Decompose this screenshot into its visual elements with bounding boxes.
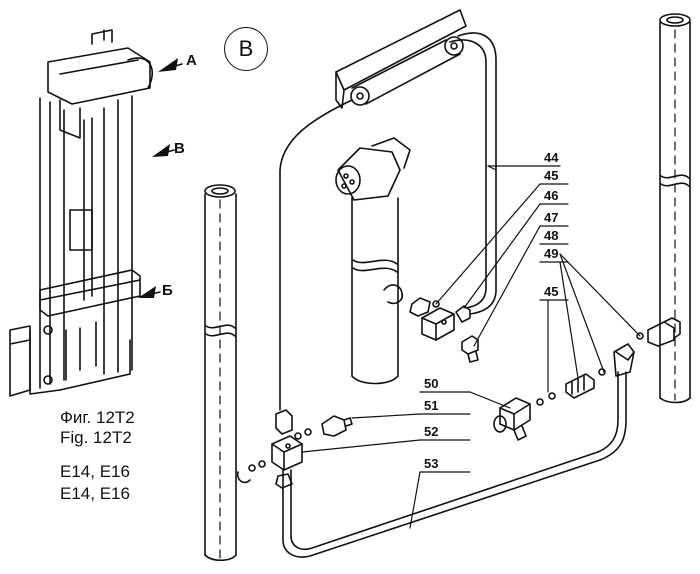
fittings-right — [409, 297, 681, 441]
view-marker-circle: B — [224, 27, 268, 71]
callout-45: 45 — [544, 168, 559, 183]
callout-53: 53 — [424, 456, 439, 471]
models-line-2: E14, E16 — [60, 484, 130, 503]
callout-44: 44 — [544, 150, 559, 165]
tee-block — [236, 409, 353, 489]
right-cylinder — [659, 13, 691, 404]
hose-loop — [279, 32, 497, 411]
callout-51: 51 — [424, 398, 439, 413]
callout-47: 47 — [544, 210, 559, 225]
mast-overview — [9, 29, 183, 397]
arrow-label-a: A — [186, 52, 197, 69]
callout-46: 46 — [544, 188, 559, 203]
left-cylinder — [204, 184, 237, 562]
callout-49: 49 — [544, 246, 559, 261]
callout-45-lower: 45 — [544, 284, 559, 299]
figure-caption-ru: Фиг. 12T2 — [60, 408, 135, 427]
arrow-label-b: B — [174, 140, 185, 157]
center-cylinder — [335, 137, 411, 385]
models-line-1: E14, E16 — [60, 462, 130, 481]
hose-lower — [282, 371, 627, 558]
leader-lines — [301, 165, 641, 529]
pulley-plate — [335, 9, 467, 109]
figure-caption-en: Fig. 12T2 — [60, 428, 132, 447]
callout-50: 50 — [424, 376, 439, 391]
callout-48: 48 — [544, 228, 559, 243]
arrow-label-c: Б — [162, 282, 173, 299]
callout-52: 52 — [424, 424, 439, 439]
